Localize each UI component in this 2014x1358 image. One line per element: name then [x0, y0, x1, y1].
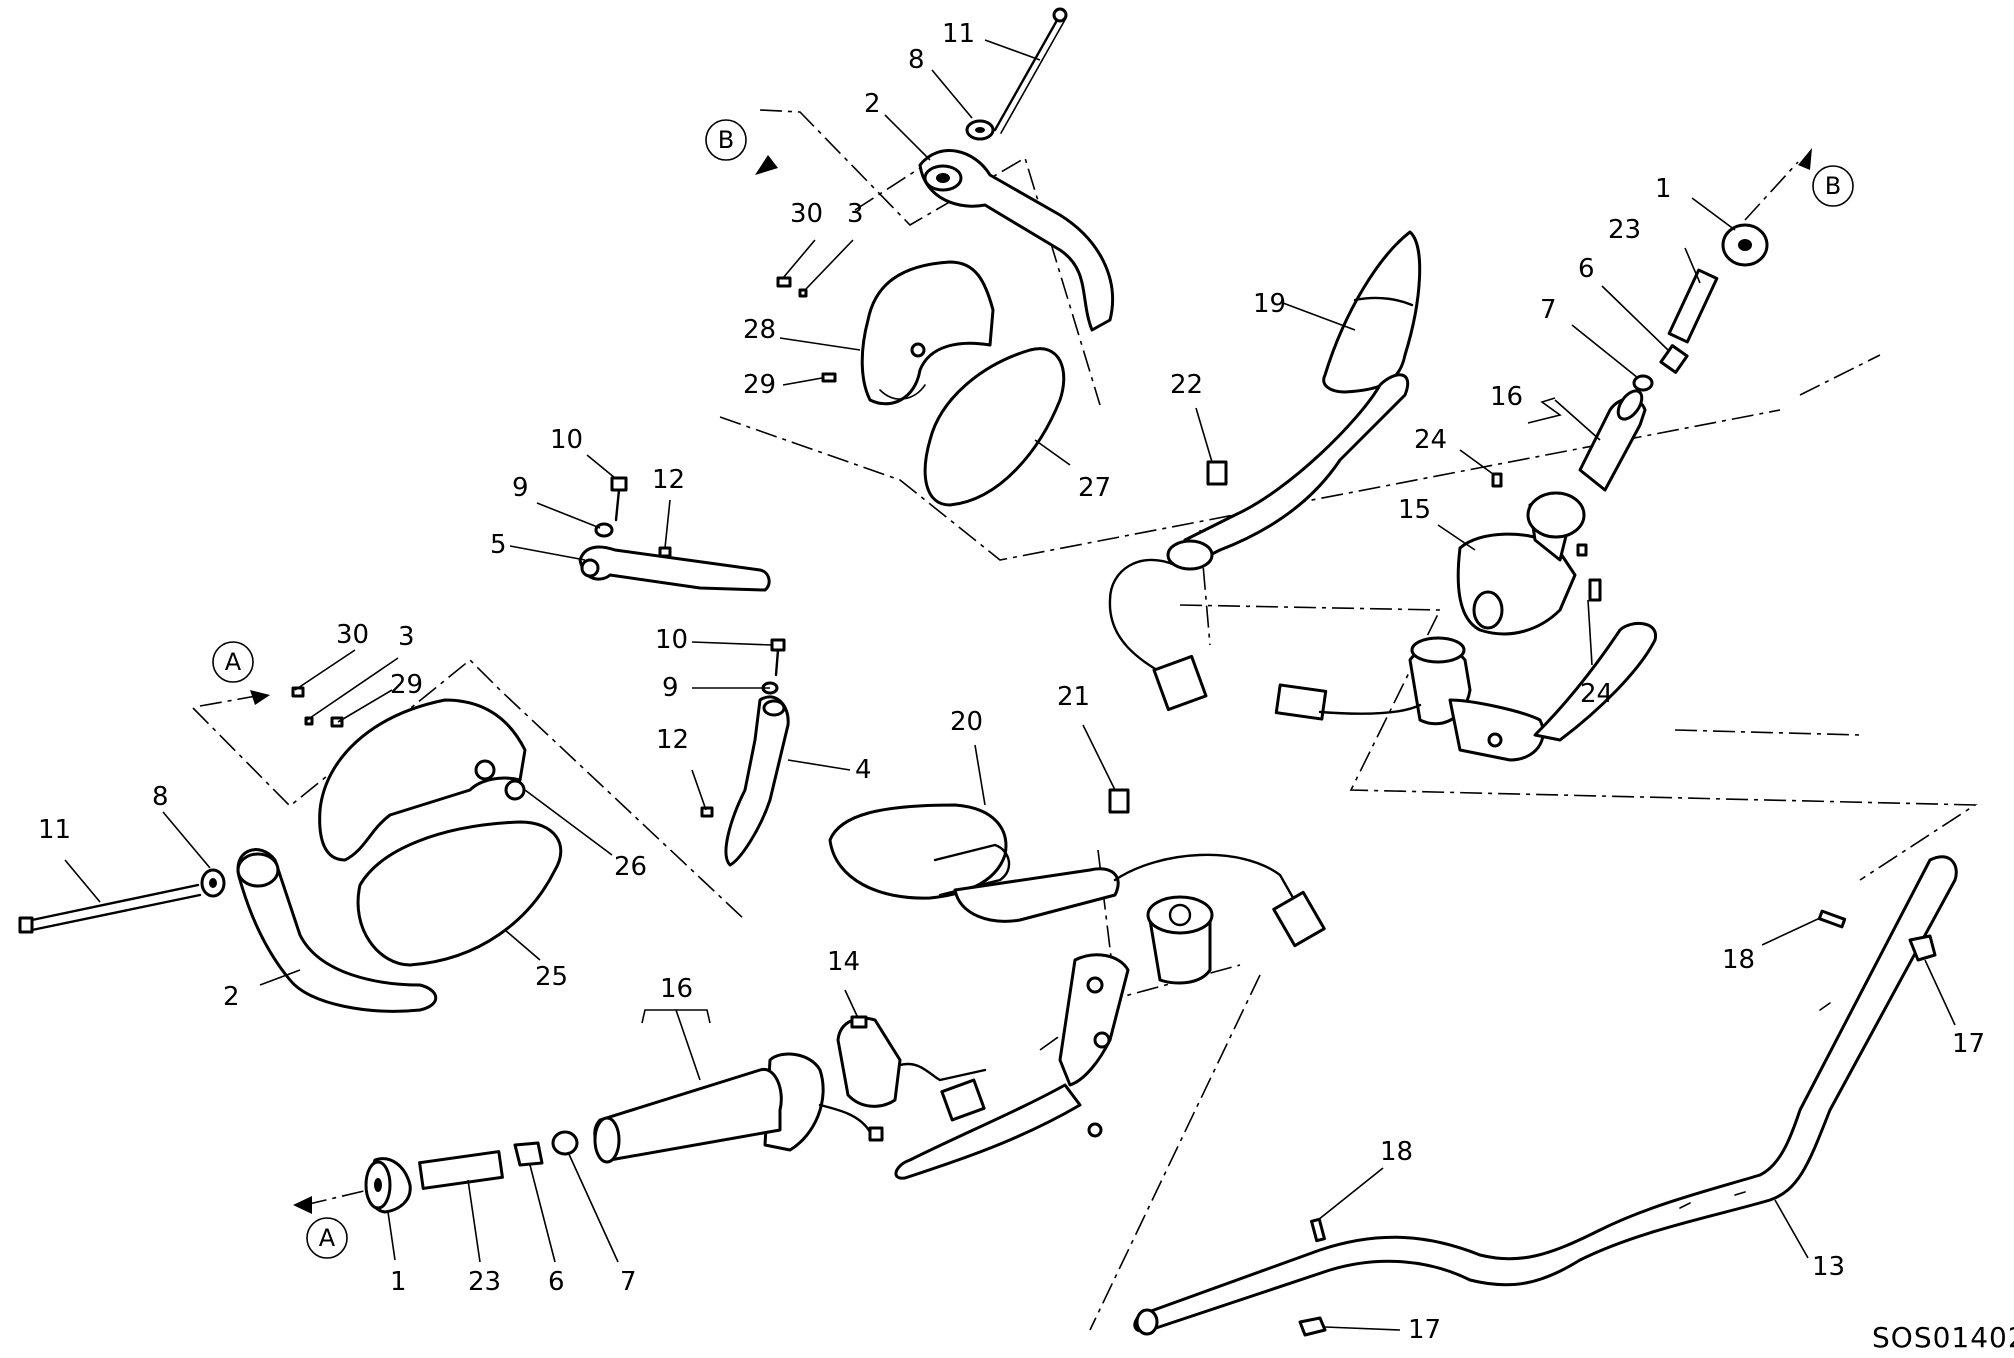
label-5: 5 — [490, 530, 507, 560]
small-screws-left — [291, 686, 344, 728]
label-10-mid: 10 — [655, 625, 688, 655]
part-1-bar-end-left — [364, 1157, 412, 1214]
label-2-left: 2 — [223, 982, 240, 1012]
label-25: 25 — [535, 962, 568, 992]
part-2-handguard-left — [236, 848, 438, 1013]
label-12-top: 12 — [652, 465, 685, 495]
part-11-bolt-top — [993, 7, 1068, 134]
label-26: 26 — [614, 852, 647, 882]
ref-letter-a-bottom: A — [319, 1224, 336, 1252]
label-1-right: 1 — [1655, 174, 1672, 204]
part-27-deflector — [923, 347, 1066, 507]
label-29-top: 29 — [743, 370, 776, 400]
part-6-spacer-left — [513, 1141, 544, 1167]
label-22: 22 — [1170, 370, 1203, 400]
label-13: 13 — [1812, 1252, 1845, 1282]
label-24-right: 24 — [1580, 679, 1613, 709]
part-21-screw — [1108, 788, 1130, 814]
part-4-bracket — [724, 695, 790, 867]
ref-letter-b-top: B — [718, 126, 734, 154]
part-19-mirror-right — [1108, 230, 1422, 712]
label-8-top: 8 — [908, 45, 925, 75]
ref-marker-b-right: B — [1812, 165, 1854, 207]
assembly-lines — [192, 109, 1978, 1331]
part-7-rubber-left — [551, 1130, 579, 1156]
part-1-bar-end-right — [1721, 223, 1769, 267]
label-11-left: 11 — [38, 815, 71, 845]
label-4: 4 — [855, 755, 872, 785]
label-3-top: 3 — [847, 199, 864, 229]
part-6-spacer-right — [1659, 344, 1689, 374]
part-14-switch-housing — [836, 1015, 987, 1122]
part-23-spacer-right — [1667, 268, 1719, 344]
label-18-bottom: 18 — [1380, 1137, 1413, 1167]
part-20-mirror-left — [828, 803, 1326, 948]
label-28: 28 — [743, 315, 776, 345]
part-8-washer-top — [965, 119, 995, 141]
part-28-cover-top — [860, 260, 995, 406]
label-27: 27 — [1078, 473, 1111, 503]
label-7-right: 7 — [1540, 295, 1557, 325]
part-2-handguard-top — [918, 149, 1115, 332]
label-21: 21 — [1057, 682, 1090, 712]
label-30-top: 30 — [790, 199, 823, 229]
label-23-right: 23 — [1608, 215, 1641, 245]
label-16-right: 16 — [1490, 382, 1523, 412]
label-29-left: 29 — [390, 670, 423, 700]
label-6-left: 6 — [548, 1267, 565, 1297]
left-master-cylinder — [894, 895, 1214, 1180]
ref-marker-a-left: A — [212, 641, 254, 683]
part-18-pins — [1310, 909, 1847, 1243]
part-23-spacer-left — [418, 1150, 504, 1190]
part-7-rubber-right — [1632, 374, 1654, 392]
reference-arrows — [250, 148, 1812, 1214]
small-screws-top — [776, 276, 837, 383]
label-14: 14 — [827, 947, 860, 977]
ref-letter-b-right: B — [1825, 172, 1841, 200]
label-18-right: 18 — [1722, 945, 1755, 975]
part-8-washer-left — [200, 868, 226, 898]
part-5-bracket — [578, 545, 771, 592]
label-11-top: 11 — [942, 19, 975, 49]
screws-part-5 — [594, 476, 672, 558]
ref-marker-a-bottom: A — [306, 1217, 348, 1259]
left-grip-assembly — [593, 1052, 884, 1164]
label-17-bottom: 17 — [1408, 1315, 1441, 1345]
label-3-left: 3 — [398, 622, 415, 652]
part-17-clips — [1298, 934, 1937, 1337]
leader-lines — [64, 39, 1956, 1331]
ref-marker-b-top: B — [705, 119, 747, 161]
label-6-right: 6 — [1578, 254, 1595, 284]
label-16-left: 16 — [660, 974, 693, 1004]
label-2-top: 2 — [864, 89, 881, 119]
label-9-top: 9 — [512, 473, 529, 503]
label-19: 19 — [1253, 289, 1286, 319]
ref-letter-a-left: A — [225, 648, 242, 676]
label-7-left: 7 — [620, 1267, 637, 1297]
label-24-top: 24 — [1414, 425, 1447, 455]
part-22-screw — [1206, 460, 1228, 486]
label-20: 20 — [950, 707, 983, 737]
label-9-mid: 9 — [662, 673, 679, 703]
label-10-top: 10 — [550, 425, 583, 455]
label-12-mid: 12 — [656, 725, 689, 755]
part-number-labels: 11 8 2 30 3 28 29 27 10 9 12 5 30 3 29 2… — [38, 19, 1985, 1345]
label-8-left: 8 — [152, 782, 169, 812]
part-13-handlebar — [1133, 855, 1958, 1336]
label-23-left: 23 — [468, 1267, 501, 1297]
part-26-cover-left — [318, 698, 527, 862]
label-30-left: 30 — [336, 620, 369, 650]
drawing-code: SOS01402 — [1872, 1321, 2014, 1354]
part-24-screws-right — [1491, 472, 1602, 602]
part-25-deflector-left — [356, 820, 563, 967]
part-15-switch-housing-right — [1456, 491, 1588, 636]
label-15: 15 — [1398, 495, 1431, 525]
part-16-grip-right — [1578, 389, 1647, 492]
part-11-bolt-left — [18, 883, 202, 934]
label-1-left: 1 — [390, 1267, 407, 1297]
right-master-cylinder — [1274, 621, 1657, 762]
label-17-right: 17 — [1952, 1029, 1985, 1059]
